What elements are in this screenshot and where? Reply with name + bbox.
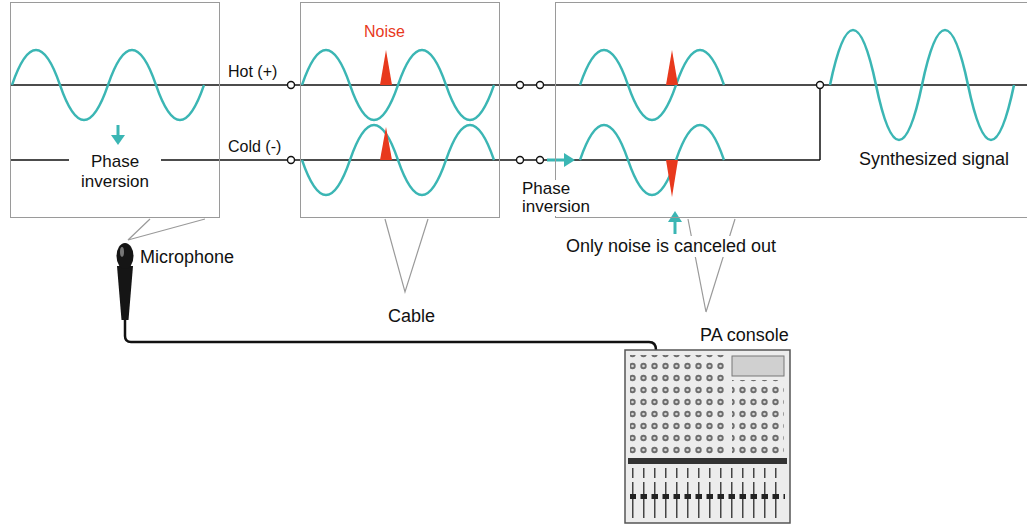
sum-wire <box>819 85 821 160</box>
callout-tail <box>385 219 428 292</box>
callout-tail <box>128 219 205 240</box>
signal-wire <box>500 159 555 161</box>
console-knobs <box>630 355 728 455</box>
arrow-shaft <box>674 220 677 234</box>
sine-wave <box>580 50 724 120</box>
sine-wave <box>302 50 494 120</box>
signal-wire <box>500 84 555 86</box>
arrow-shaft <box>547 159 566 162</box>
terminal <box>517 157 524 164</box>
note-label: Only noise is canceled out <box>566 236 776 257</box>
console-faders <box>630 468 785 520</box>
synthesized-wave <box>830 30 1014 140</box>
part-label: PA console <box>700 325 789 346</box>
part-label: Cable <box>388 306 435 327</box>
signal-panel: Phase inversion <box>10 2 220 218</box>
terminal <box>517 82 524 89</box>
callout-tail <box>688 219 735 312</box>
noise-spike <box>666 50 678 85</box>
inverted-wave <box>302 125 494 195</box>
arrow-head <box>668 211 682 222</box>
microphone-head <box>117 243 134 269</box>
hot-wire <box>555 84 1027 86</box>
console-body <box>625 350 790 523</box>
part-label: Microphone <box>140 247 234 268</box>
arrow-head <box>564 153 575 167</box>
console-strip <box>628 458 787 464</box>
terminal <box>288 157 295 164</box>
process-label: Phase inversion <box>522 180 604 216</box>
cold-wire <box>300 159 500 161</box>
console-display <box>732 356 784 376</box>
wire-label: Hot (+) <box>228 63 277 81</box>
console-knobs <box>732 380 784 455</box>
cold-wire <box>555 159 820 161</box>
junction <box>817 82 824 89</box>
node-caption: Phase inversion <box>69 152 161 191</box>
noise-spike <box>380 50 392 85</box>
arrow-head <box>111 135 125 145</box>
microphone-shine <box>120 247 124 257</box>
terminal <box>537 82 544 89</box>
terminal <box>537 157 544 164</box>
signal-panel: Noise <box>300 2 500 218</box>
noise-spike <box>380 127 392 160</box>
signal-panel: Synthesized signal <box>555 2 1027 218</box>
mixer-console <box>625 350 790 523</box>
wire-label: Cold (-) <box>228 138 281 156</box>
hot-wire <box>300 84 500 86</box>
noise-label: Noise <box>364 23 405 41</box>
hot-wire <box>10 84 220 86</box>
terminal <box>288 82 295 89</box>
microphone-body <box>117 266 133 320</box>
sine-wave <box>12 50 204 120</box>
noise-spike <box>666 160 678 197</box>
signal-label: Synthesized signal <box>859 149 1009 170</box>
